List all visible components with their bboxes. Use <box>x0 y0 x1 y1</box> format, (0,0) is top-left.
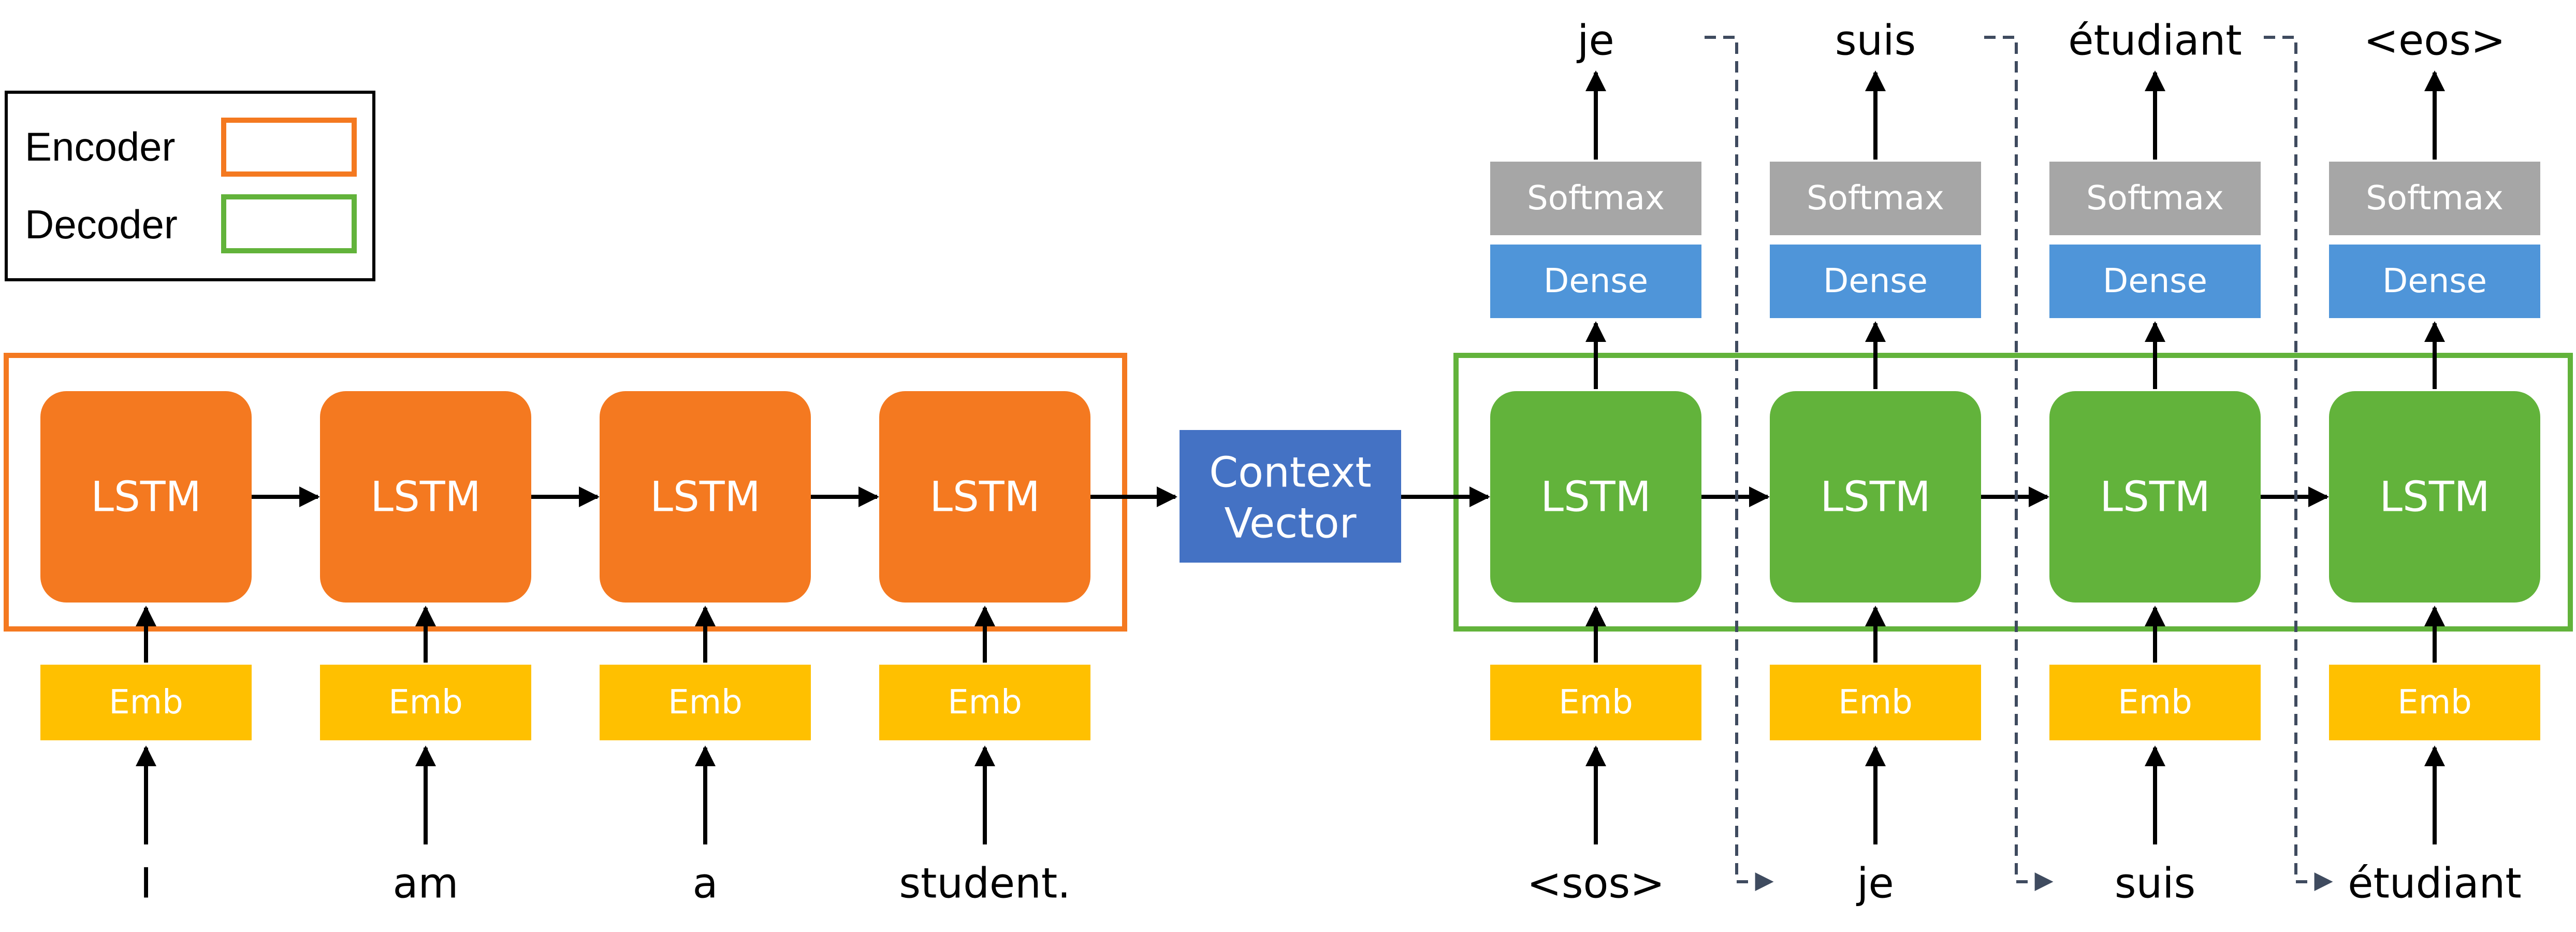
decoder-step: LSTM Emb Dense Softmax je suis <box>1770 17 2049 908</box>
lstm-label: LSTM <box>2100 473 2210 521</box>
legend-encoder-label: Encoder <box>25 124 176 169</box>
lstm-label: LSTM <box>91 473 201 521</box>
decoder-embedding <box>1490 665 1701 740</box>
softmax-label: Softmax <box>1527 179 1665 218</box>
encoder-lstm-cell <box>600 391 811 603</box>
encoder-step: LSTM Emb am <box>320 391 600 908</box>
embedding-label: Emb <box>668 683 742 722</box>
embedding-label: Emb <box>2397 683 2471 722</box>
softmax-layer <box>1490 162 1701 235</box>
legend-decoder-swatch <box>221 194 357 253</box>
encoder-frame <box>4 353 1127 632</box>
context-label-line1: Context <box>1209 449 1371 497</box>
softmax-label: Softmax <box>2086 179 2224 218</box>
encoder-input-token: a <box>692 859 718 908</box>
decoder-output-token: <eos> <box>2364 17 2506 65</box>
decoder-embedding <box>2329 665 2540 740</box>
dense-label: Dense <box>1544 262 1648 300</box>
softmax-label: Softmax <box>1807 179 1944 218</box>
encoder-embedding <box>879 665 1090 740</box>
dense-layer <box>1770 245 1981 318</box>
encoder-embedding <box>600 665 811 740</box>
encoder-input-token: am <box>393 859 459 908</box>
encoder-lstm-cell <box>40 391 252 603</box>
lstm-label: LSTM <box>929 473 1040 521</box>
decoder-step: LSTM Emb Dense Softmax étudiant <eos> <box>2329 17 2540 908</box>
decoder-lstm-cell <box>1490 391 1701 603</box>
decoder-output-token: étudiant <box>2068 17 2242 65</box>
embedding-label: Emb <box>2118 683 2192 722</box>
softmax-label: Softmax <box>2366 179 2504 218</box>
decoder-frame <box>1453 353 2573 632</box>
decoder-embedding <box>2049 665 2261 740</box>
teacher-forcing-arrow <box>1984 36 2054 891</box>
decoder-input-token: étudiant <box>2348 859 2521 908</box>
dense-label: Dense <box>1823 262 1928 300</box>
lstm-label: LSTM <box>650 473 760 521</box>
legend: Encoder Decoder <box>5 91 375 281</box>
embedding-label: Emb <box>109 683 183 722</box>
encoder-input-token: student. <box>899 859 1070 908</box>
decoder-step: LSTM Emb Dense Softmax <sos> je <box>1490 17 1770 908</box>
dense-layer <box>1490 245 1701 318</box>
dense-layer <box>2049 245 2261 318</box>
decoder-input-token: <sos> <box>1527 859 1665 908</box>
decoder-lstm-cell <box>2329 391 2540 603</box>
lstm-label: LSTM <box>1540 473 1651 521</box>
decoder-output-token: je <box>1576 17 1614 65</box>
decoder-input-token: suis <box>2115 859 2195 908</box>
encoder-lstm-cell <box>879 391 1090 603</box>
teacher-forcing-arrow <box>1705 36 1774 891</box>
legend-encoder-swatch <box>221 118 357 177</box>
context-label-line2: Vector <box>1225 499 1357 548</box>
embedding-label: Emb <box>1559 683 1633 722</box>
decoder-step: LSTM Emb Dense Softmax suis étudiant <box>2049 17 2329 908</box>
embedding-label: Emb <box>1838 683 1912 722</box>
teacher-forcing-arrow <box>2264 36 2333 891</box>
encoder-step: LSTM Emb student. <box>879 391 1090 908</box>
decoder-embedding <box>1770 665 1981 740</box>
decoder-output-token: suis <box>1835 17 1916 65</box>
encoder-input-token: I <box>140 859 152 908</box>
softmax-layer <box>2329 162 2540 235</box>
decoder-lstm-cell <box>1770 391 1981 603</box>
encoder-lstm-cell <box>320 391 531 603</box>
softmax-layer <box>2049 162 2261 235</box>
dense-label: Dense <box>2103 262 2207 300</box>
encoder-embedding <box>320 665 531 740</box>
embedding-label: Emb <box>948 683 1022 722</box>
encoder-step: LSTM Emb a <box>600 391 879 908</box>
decoder: LSTMEmbDenseSoftmax<sos>jeLSTMEmbDenseSo… <box>1490 17 2540 908</box>
softmax-layer <box>1770 162 1981 235</box>
lstm-label: LSTM <box>370 473 481 521</box>
dense-label: Dense <box>2382 262 2487 300</box>
lstm-label: LSTM <box>1820 473 1930 521</box>
decoder-input-token: je <box>1856 859 1894 908</box>
teacher-forcing-arrows <box>1705 36 2333 891</box>
legend-decoder-label: Decoder <box>25 202 178 247</box>
lstm-label: LSTM <box>2379 473 2490 521</box>
context-vector-box <box>1180 430 1401 563</box>
dense-layer <box>2329 245 2540 318</box>
embedding-label: Emb <box>388 683 462 722</box>
decoder-lstm-cell <box>2049 391 2261 603</box>
encoder-embedding <box>40 665 252 740</box>
